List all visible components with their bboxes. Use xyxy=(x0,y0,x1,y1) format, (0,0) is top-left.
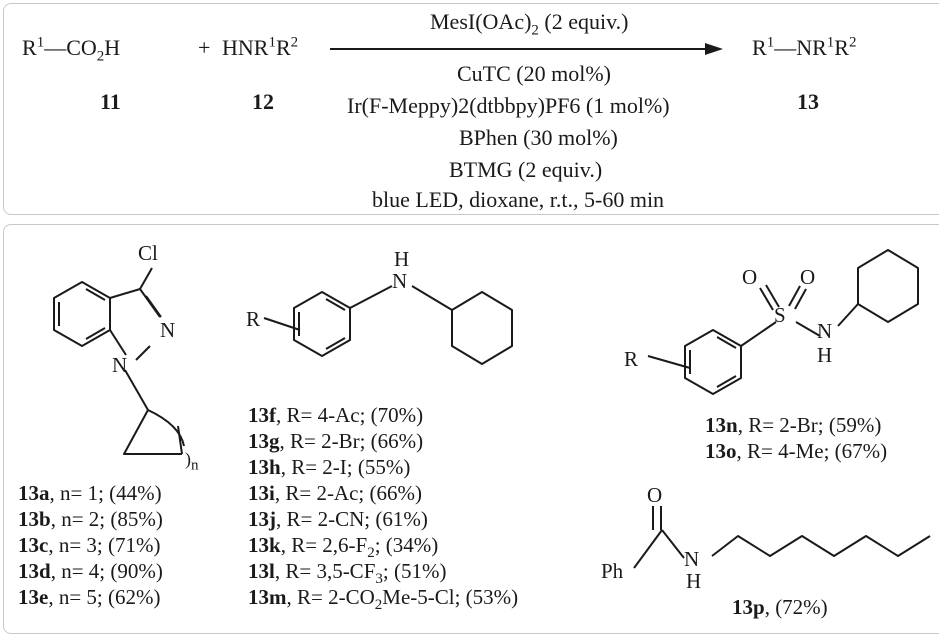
list-item: 13b, n= 2; (85%) xyxy=(18,507,163,531)
list-item: 13o, R= 4-Me; (67%) xyxy=(705,439,888,463)
atom-n-sulfonamide: N xyxy=(817,319,833,343)
list-item: 13j, R= 2-CN; (61%) xyxy=(248,507,428,531)
condition-catalyst: Ir(F-Meppy)2(dtbbpy)PF6 (1 mol%) xyxy=(347,93,670,118)
series-f-list: 13f, R= 4-Ac; (70%) 13g, R= 2-Br; (66%) … xyxy=(248,402,519,614)
substituent-r-sulfonamide: R xyxy=(624,347,639,371)
sulfonyl-bonds xyxy=(759,284,859,337)
atom-n2: N xyxy=(160,318,176,342)
scope-panel xyxy=(3,224,939,634)
list-item: 13c, n= 3; (71%) xyxy=(18,533,161,557)
list-item: 13l, R= 3,5-CF3; (51%) xyxy=(248,559,447,588)
phenyl-label: Ph xyxy=(601,559,624,583)
atom-o-left: O xyxy=(742,265,758,289)
reaction-panel xyxy=(3,3,939,215)
condition-base: BTMG (2 equiv.) xyxy=(449,157,603,182)
reagent-above-arrow: MesI(OAc)2 (2 equiv.) xyxy=(430,9,629,39)
cyclohexyl-ring-aniline xyxy=(411,285,513,365)
list-item: 13a, n= 1; (44%) xyxy=(18,481,162,505)
sulfonamide-benzene-ring xyxy=(647,321,777,395)
compound-13p-label: 13p, (72%) xyxy=(732,595,828,619)
reactant-acid: R1—CO2H xyxy=(22,34,121,65)
atom-h-sulfonamide: H xyxy=(817,343,833,367)
condition-ligand: BPhen (30 mol%) xyxy=(459,125,618,150)
substituent-r-aniline: R xyxy=(246,307,261,331)
condition-light: blue LED, dioxane, r.t., 5-60 min xyxy=(372,187,665,212)
atom-h-amide: H xyxy=(686,569,702,593)
list-item: 13d, n= 4; (90%) xyxy=(18,559,163,583)
series-a-list: 13a, n= 1; (44%) 13b, n= 2; (85%) 13c, n… xyxy=(18,480,163,610)
indazole-pyrazole-ring xyxy=(109,267,162,361)
atom-cl: Cl xyxy=(138,241,158,265)
ring-size-n: )n xyxy=(185,449,199,474)
atom-nh-h: H xyxy=(394,247,410,271)
list-item: 13k, R= 2,6-F2; (34%) xyxy=(248,533,439,562)
list-item: 13i, R= 2-Ac; (66%) xyxy=(248,481,422,505)
condition-cutc: CuTC (20 mol%) xyxy=(457,61,611,86)
list-item: 13g, R= 2-Br; (66%) xyxy=(248,429,424,453)
product-amine: R1—NR1R2 xyxy=(752,34,857,60)
product-id: 13 xyxy=(797,89,819,114)
cyclohexyl-ring-sulfonamide xyxy=(857,249,919,323)
atom-s: S xyxy=(774,303,786,327)
atom-nh-n: N xyxy=(392,269,408,293)
list-item: 13m, R= 2-CO2Me-5-Cl; (53%) xyxy=(248,585,519,614)
reactant-acid-id: 11 xyxy=(100,89,121,114)
atom-n-amide: N xyxy=(684,547,700,571)
list-item: 13e, n= 5; (62%) xyxy=(18,585,161,609)
indazole-benzene-ring xyxy=(53,281,111,347)
series-n-list: 13n, R= 2-Br; (59%) 13o, R= 4-Me; (67%) xyxy=(705,412,887,464)
atom-o-amide: O xyxy=(647,483,663,507)
list-item: 13f, R= 4-Ac; (70%) xyxy=(248,403,424,427)
atom-o-right: O xyxy=(800,265,816,289)
atom-n1: N xyxy=(112,353,128,377)
aniline-ring xyxy=(263,285,393,357)
amide-chain xyxy=(633,506,931,569)
list-item: 13h, R= 2-I; (55%) xyxy=(248,455,411,479)
cycloalkyl-ring xyxy=(123,369,185,455)
reactant-amine-id: 12 xyxy=(252,89,274,114)
list-item: 13n, R= 2-Br; (59%) xyxy=(705,413,882,437)
plus-sign: + xyxy=(198,35,211,60)
reactant-amine: HNR1R2 xyxy=(222,34,299,60)
